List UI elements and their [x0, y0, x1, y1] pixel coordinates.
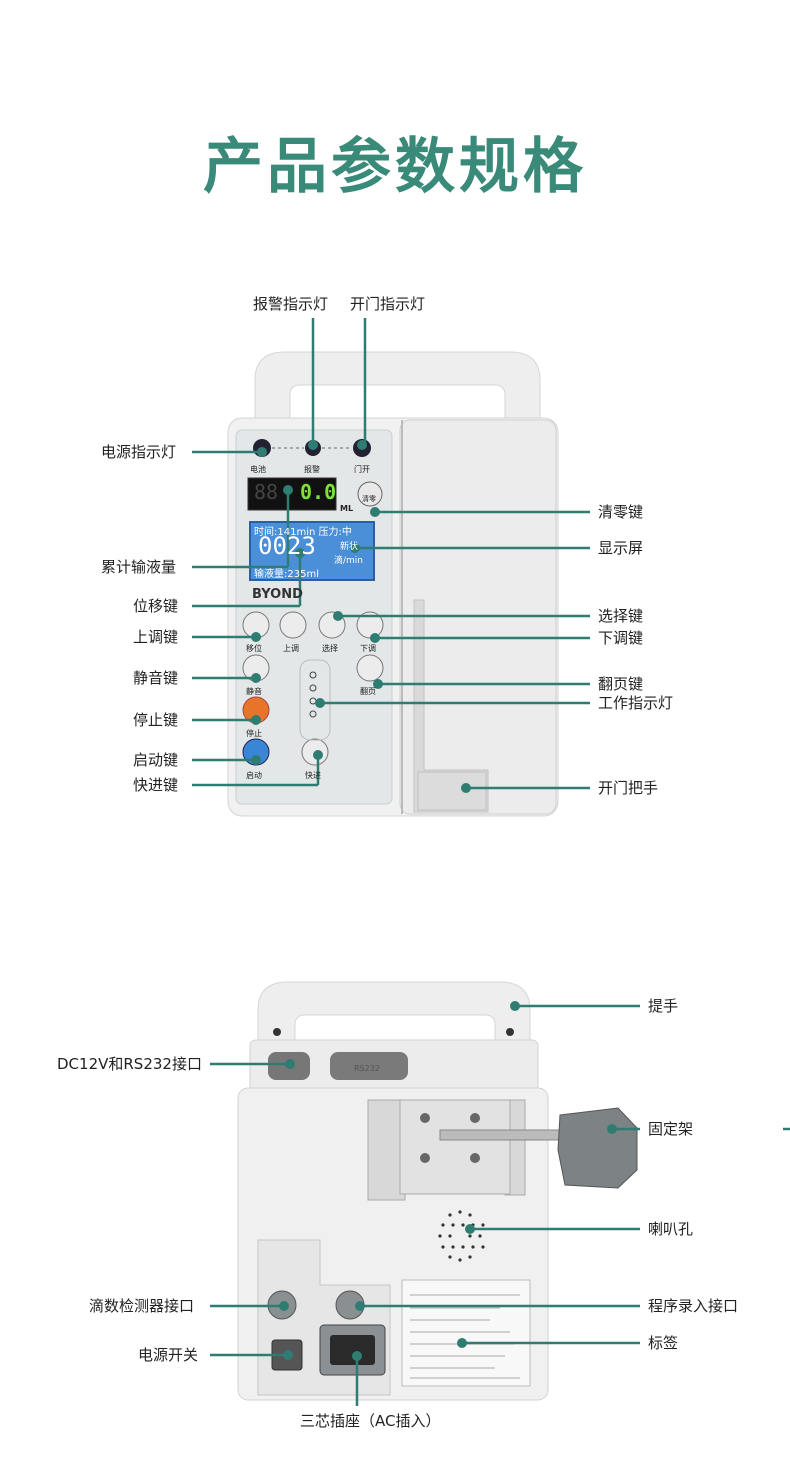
label-dc-port: DC12V和RS232接口: [57, 1055, 202, 1073]
btn-mute-text: 静音: [246, 687, 262, 696]
panel-power-text: 电池: [250, 465, 266, 474]
label-clamp: 固定架: [648, 1120, 694, 1138]
clear-button-text: 清零: [362, 495, 376, 503]
label-door-handle: 开门把手: [598, 779, 659, 797]
btn-fast-text: 快进: [305, 771, 321, 780]
label-door-light: 开门指示灯: [350, 295, 426, 313]
led-digits: 0.0: [300, 480, 337, 504]
lcd-line1: 时间:141min 压力:中: [254, 527, 352, 538]
lcd-big-number: 0023: [258, 532, 316, 560]
label-display: 显示屏: [598, 539, 644, 557]
btn-up-text: 上调: [283, 644, 299, 653]
label-page-key: 翻页键: [598, 675, 644, 693]
label-tag: 标签: [648, 1334, 679, 1352]
page-title: 产品参数规格: [203, 132, 587, 202]
label-ac-socket: 三芯插座（AC插入）: [300, 1412, 441, 1430]
label-fast-key: 快进键: [133, 776, 179, 794]
btn-down-text: 下调: [360, 644, 376, 653]
label-drop-port: 滴数检测器接口: [89, 1297, 195, 1315]
led-digits-dim: 88: [254, 480, 279, 504]
btn-shift-text: 移位: [246, 644, 262, 653]
label-select-key: 选择键: [598, 607, 644, 625]
lcd-line3: 输液量:235ml: [254, 569, 319, 580]
label-work-light: 工作指示灯: [598, 694, 674, 712]
label-speaker: 喇叭孔: [648, 1220, 694, 1238]
label-up-key: 上调键: [133, 628, 179, 646]
label-clear-key: 清零键: [598, 503, 644, 521]
btn-page-text: 翻页: [360, 687, 376, 696]
label-power-switch: 电源开关: [138, 1346, 199, 1364]
label-power-light: 电源指示灯: [101, 443, 177, 461]
brand-logo: BYOND: [252, 587, 303, 602]
label-down-key: 下调键: [598, 629, 644, 647]
btn-select-text: 选择: [322, 644, 338, 653]
panel-door-text: 门开: [354, 465, 370, 474]
lcd-mode: 新状: [340, 542, 359, 552]
lcd-unit: 滴/min: [334, 556, 364, 566]
label-start-key: 启动键: [133, 751, 179, 769]
label-shift-key: 位移键: [133, 597, 179, 615]
label-cumulative: 累计输液量: [101, 558, 177, 576]
btn-stop-text: 停止: [246, 729, 262, 738]
btn-start-text: 启动: [246, 771, 262, 780]
led-unit: ML: [340, 504, 354, 513]
rs232-port-text: RS232: [354, 1064, 380, 1073]
label-stop-key: 停止键: [133, 711, 179, 729]
panel-alarm-text: 报警: [304, 465, 320, 474]
label-program-port: 程序录入接口: [648, 1297, 739, 1315]
label-handle: 提手: [648, 997, 679, 1015]
label-alarm-light: 报警指示灯: [253, 295, 329, 313]
label-mute-key: 静音键: [133, 669, 179, 687]
